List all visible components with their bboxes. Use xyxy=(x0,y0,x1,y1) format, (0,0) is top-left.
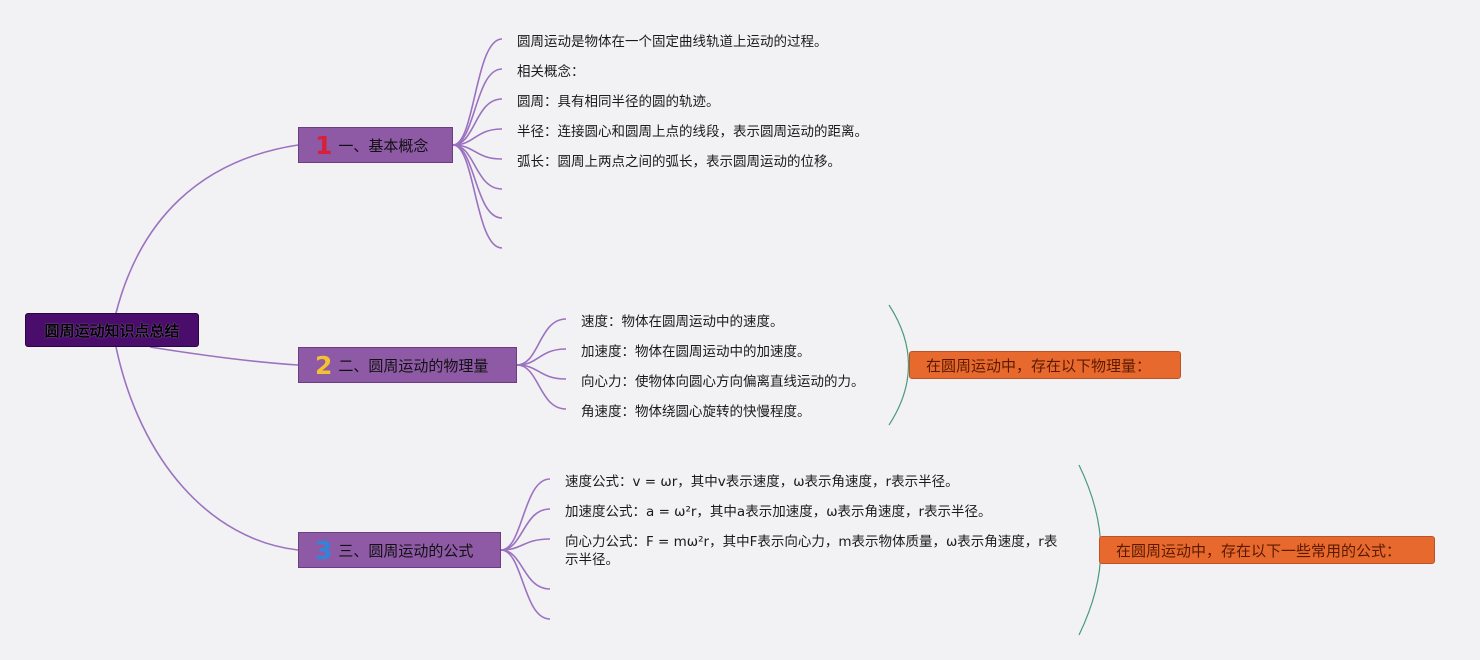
summary-label: 在圆周运动中，存在以下物理量： xyxy=(926,356,1152,375)
leaf-item[interactable]: 圆周：具有相同半径的圆的轨迹。 xyxy=(517,94,720,110)
summary-formulas[interactable]: 在圆周运动中，存在以下一些常用的公式： xyxy=(1099,536,1435,564)
branch-basic-concepts[interactable]: 1 一、基本概念 xyxy=(298,127,453,163)
branch-label: 二、圆周运动的物理量 xyxy=(338,356,489,375)
root-to-branch-2-line xyxy=(149,346,299,366)
number-2-icon: 2 xyxy=(315,350,333,380)
leaf-item[interactable]: 速度公式：v = ωr，其中v表示速度，ω表示角速度，r表示半径。 xyxy=(565,474,959,490)
root-topic-label: 圆周运动知识点总结 xyxy=(44,321,180,340)
branch-label: 一、基本概念 xyxy=(338,136,429,155)
branch-2-leaf-line-3 xyxy=(516,364,567,410)
branch-3-leaf-line-3 xyxy=(500,549,551,590)
summary-bracket-2 xyxy=(888,304,910,426)
branch-formulas[interactable]: 3 三、圆周运动的公式 xyxy=(298,532,501,568)
branch-1-leaf-line-5 xyxy=(452,144,503,190)
root-to-branch-3-line xyxy=(115,346,299,551)
leaf-item[interactable]: 半径：连接圆心和圆周上点的线段，表示圆周运动的距离。 xyxy=(517,124,868,140)
branch-1-leaf-line-1 xyxy=(452,68,503,146)
number-3-icon: 3 xyxy=(315,535,333,565)
branch-3-leaf-line-2 xyxy=(500,538,551,551)
leaf-item[interactable]: 速度：物体在圆周运动中的速度。 xyxy=(581,314,784,330)
number-1-icon: 1 xyxy=(315,130,333,160)
leaf-item[interactable]: 加速度公式：a = ω²r，其中a表示加速度，ω表示角速度，r表示半径。 xyxy=(565,504,992,520)
branch-1-leaf-line-2 xyxy=(452,98,503,146)
branch-2-leaf-line-0 xyxy=(516,318,567,366)
branch-physical-quantities[interactable]: 2 二、圆周运动的物理量 xyxy=(298,347,517,383)
branch-1-leaf-line-0 xyxy=(452,38,503,146)
leaf-item[interactable]: 加速度：物体在圆周运动中的加速度。 xyxy=(581,344,811,360)
branch-1-leaf-line-7 xyxy=(452,144,503,249)
branch-3-leaf-line-0 xyxy=(500,478,551,551)
leaf-item[interactable]: 弧长：圆周上两点之间的弧长，表示圆周运动的位移。 xyxy=(517,154,841,170)
leaf-item[interactable]: 相关概念： xyxy=(517,64,585,80)
leaf-item[interactable]: 圆周运动是物体在一个固定曲线轨道上运动的过程。 xyxy=(517,34,828,50)
branch-3-leaf-line-4 xyxy=(500,549,551,620)
leaf-item[interactable]: 向心力：使物体向圆心方向偏离直线运动的力。 xyxy=(581,374,865,390)
leaf-item[interactable]: 向心力公式：F = mω²r，其中F表示向心力，m表示物体质量，ω表示角速度，r… xyxy=(565,534,1058,568)
summary-bracket-3 xyxy=(1078,464,1102,636)
leaf-item[interactable]: 角速度：物体绕圆心旋转的快慢程度。 xyxy=(581,404,811,420)
root-to-branch-1-line xyxy=(115,144,299,314)
summary-label: 在圆周运动中，存在以下一些常用的公式： xyxy=(1116,541,1402,560)
root-topic[interactable]: 圆周运动知识点总结 xyxy=(25,313,199,347)
branch-label: 三、圆周运动的公式 xyxy=(338,541,474,560)
summary-physical-quantities[interactable]: 在圆周运动中，存在以下物理量： xyxy=(909,351,1181,379)
